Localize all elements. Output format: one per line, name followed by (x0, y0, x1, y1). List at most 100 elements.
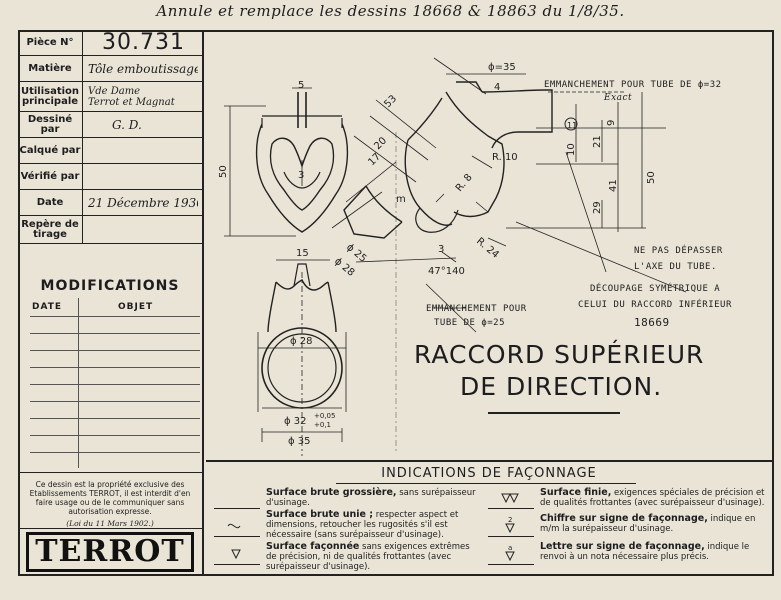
calque-value (88, 138, 198, 163)
facon-item-2-bold: Surface façonnée (266, 541, 360, 552)
facon-item-0-text: sans surépaisseur d'usinage. (266, 488, 476, 508)
dessine-label: Dessiné par (18, 112, 83, 137)
dim-10: 10 (566, 143, 577, 156)
facon-item-1-text: respecter aspect et dimensions, retouche… (266, 510, 459, 540)
dim-32-tol-up: +0,05 (314, 412, 335, 420)
modifications-rule-line (30, 418, 200, 419)
dessine-value: G. D. (112, 117, 142, 132)
symbol-brute-unie (214, 514, 260, 537)
row-matiere: Matière Tôle emboutissage 15 10 (18, 56, 202, 82)
piece-label: Pièce N° (18, 30, 83, 55)
dim-r10: R. 10 (492, 152, 518, 163)
modifications-rule-line (30, 401, 200, 402)
dim-11: 11 (567, 121, 577, 130)
dim-9: 9 (606, 120, 617, 126)
repere-value (88, 216, 198, 243)
dim-29: 29 (592, 201, 603, 214)
dim-50-right: 50 (646, 171, 657, 184)
dim-35-top: ϕ=35 (488, 62, 516, 73)
matiere-label: Matière (18, 56, 83, 81)
utilisation-line2: Terrot et Magnat (88, 96, 175, 108)
dim-r8: R. 8 (454, 172, 475, 194)
dim-28-side: ϕ 28 (332, 256, 356, 279)
facon-item-3-bold: Surface finie, (540, 487, 612, 498)
drawing-title-underline (488, 412, 620, 414)
dim-15: 15 (296, 248, 309, 259)
utilisation-line1: Vde Dame (88, 85, 141, 97)
symbol-faconnee (214, 542, 260, 565)
svg-text:a: a (508, 544, 512, 552)
sheet-frame (18, 30, 774, 576)
facon-item-1: Surface brute unie ; respecter aspect et… (266, 509, 478, 541)
modifications-column-divider (78, 298, 79, 468)
dim-53: 53 (382, 93, 399, 110)
modifications-rule-line (30, 384, 200, 385)
symbol-lettre: a (488, 542, 534, 565)
dim-3-low: 3 (438, 244, 444, 255)
facon-item-1-bold: Surface brute unie ; (266, 509, 374, 520)
facon-item-2: Surface façonnée sans exigences extrêmes… (266, 541, 478, 573)
dim-20: 20 (372, 135, 389, 152)
calque-label: Calqué par (18, 138, 83, 163)
modifications-rule-line (30, 316, 200, 317)
note-emmanchement-25-2: TUBE DE ϕ=25 (434, 318, 506, 328)
row-piece: Pièce N° 30.731 (18, 30, 202, 56)
end-view (257, 132, 397, 456)
facon-item-4-bold: Chiffre sur signe de façonnage, (540, 513, 708, 524)
ownership-text: Ce dessin est la propriété exclusive des… (29, 480, 191, 516)
row-utilisation: Utilisation principale Vde Dame Terrot e… (18, 82, 202, 112)
facon-item-3-text: exigences spéciales de précision et de q… (540, 488, 765, 508)
symbol-chiffre: 2 (488, 514, 534, 537)
modifications-rule-line (30, 452, 200, 453)
cartouche: Pièce N° 30.731 Matière Tôle emboutissag… (18, 30, 204, 576)
faconnage-title: INDICATIONS DE FAÇONNAGE (381, 466, 597, 481)
row-dessine: Dessiné par G. D. (18, 112, 202, 138)
double-triangle-symbol-icon (501, 493, 519, 504)
dim-32-tol-down: +0,1 (314, 421, 331, 429)
triangle-symbol-icon (231, 549, 241, 560)
dim-28-ring: ϕ 28 (290, 336, 313, 347)
dim-35-bottom: ϕ 35 (288, 436, 311, 447)
numbered-symbol-icon: 2 (505, 516, 515, 534)
facon-item-5-bold: Lettre sur signe de façonnage, (540, 541, 705, 552)
note-emmanchement-25-1: EMMANCHEMENT POUR (426, 304, 527, 314)
header-note: Annule et remplace les dessins 18668 & 1… (156, 2, 625, 20)
modifications-rule-line (30, 435, 200, 436)
facon-item-0-bold: Surface brute grossière, (266, 487, 397, 498)
brand-box: TERROT (18, 528, 202, 575)
faconnage-panel: INDICATIONS DE FAÇONNAGE 2 a Surface bru… (206, 460, 772, 576)
drawing-title-line1: RACCORD SUPÉRIEUR (414, 340, 705, 369)
symbol-brute-grossiere (214, 486, 260, 509)
modifications-col-objet: OBJET (118, 302, 154, 312)
verifie-value (88, 164, 198, 189)
elevation-view (331, 57, 687, 333)
faconnage-title-rule (336, 483, 636, 484)
facon-item-4-text: indique en m/m la surépaisseur d'usinage… (540, 514, 756, 534)
facon-item-5-text: indique le renvoi à un nota nécessaire p… (540, 542, 750, 562)
dim-21: 21 (592, 135, 603, 148)
row-calque: Calqué par (18, 138, 202, 164)
modifications-rule-line (30, 350, 200, 351)
row-verifie: Vérifié par (18, 164, 202, 190)
utilisation-label: Utilisation principale (18, 82, 83, 111)
note-ne-pas-depasser-2: L'AXE DU TUBE. (634, 262, 717, 272)
facon-item-4: Chiffre sur signe de façonnage, indique … (540, 513, 766, 535)
facon-item-2-text: sans exigences extrêmes de précision, ni… (266, 542, 470, 572)
lettered-symbol-icon: a (505, 544, 515, 562)
technical-drawing: 5 50 3 53 20 17 m ϕ 25 ϕ 28 3 47°140 R. … (218, 57, 687, 456)
dim-m: m (396, 194, 406, 205)
note-decoupage-3: 18669 (634, 316, 670, 329)
dim-32: ϕ 32 (284, 416, 307, 427)
row-date: Date 21 Décembre 1936 (18, 190, 202, 216)
note-emmanchement-32: EMMANCHEMENT POUR TUBE DE ϕ=32 (544, 80, 722, 90)
dim-17: 17 (366, 151, 383, 168)
verifie-label: Vérifié par (18, 164, 83, 189)
facon-item-3: Surface finie, exigences spéciales de pr… (540, 487, 766, 509)
dim-41: 41 (608, 179, 619, 192)
note-decoupage-1: DÉCOUPAGE SYMÉTRIQUE A (590, 284, 721, 294)
piece-value: 30.731 (102, 30, 185, 55)
repere-label: Repère de tirage (18, 216, 83, 243)
date-label: Date (18, 190, 83, 215)
modifications-rule-line (30, 333, 200, 334)
